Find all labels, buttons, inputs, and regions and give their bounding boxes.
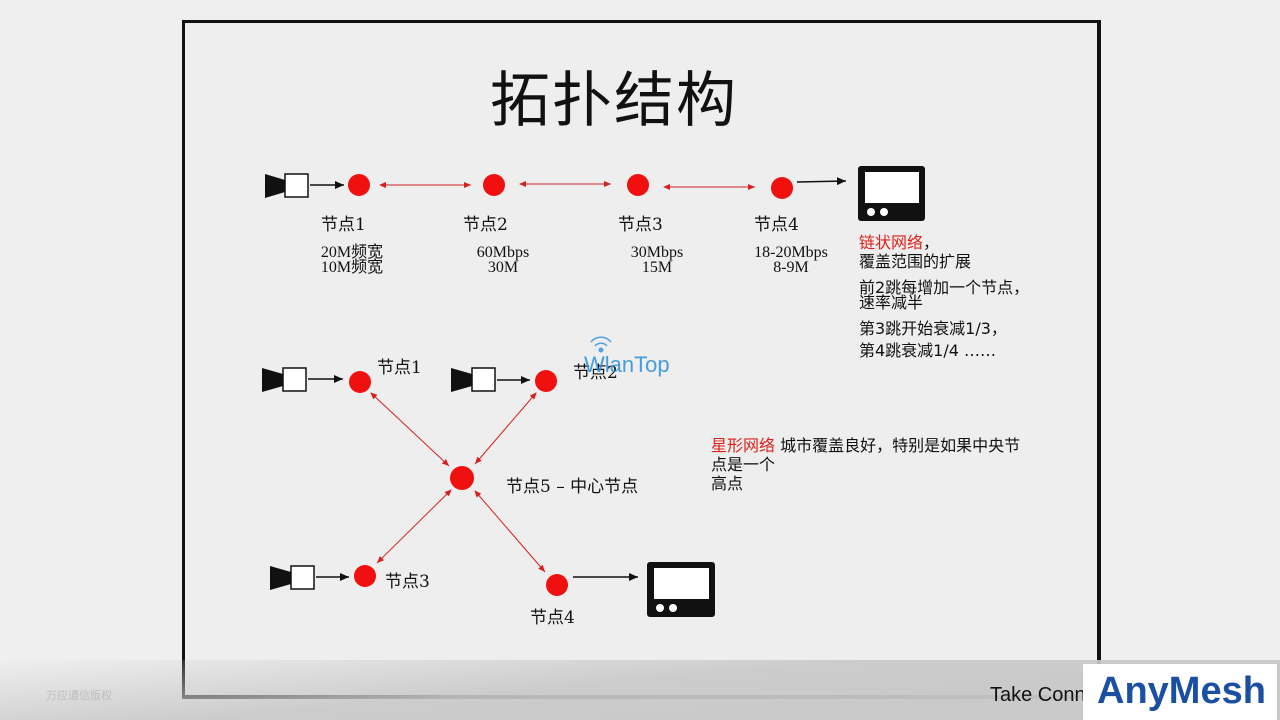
arrow-line (796, 177, 847, 186)
chain-node-label: 节点2 (463, 215, 508, 235)
camera-icon (451, 367, 496, 392)
chain-node-label: 节点3 (618, 215, 663, 235)
brand-logo: AnyMesh (1083, 664, 1277, 720)
slide-title: 拓扑结构 (490, 66, 738, 136)
chain-note: 链状网络， 覆盖范围的扩展 前2跳每增加一个节点， 速率减半 第3跳开始衰减1/… (859, 233, 1030, 360)
brand-name: AnyMesh (1097, 670, 1266, 712)
link-line (376, 489, 452, 564)
wifi-icon (590, 336, 612, 353)
chain-node-3 (627, 174, 649, 196)
chain-node-label: 节点1 (321, 215, 366, 235)
watermark-logo: WlanTop (584, 352, 670, 377)
chain-note-title: 链状网络 (859, 233, 924, 252)
monitor-icon (647, 562, 715, 617)
star-node-label: 节点4 (530, 608, 575, 628)
link-line (474, 392, 537, 465)
chain-node-4 (771, 177, 793, 199)
star-note: 星形网络 城市覆盖良好，特别是如果中央节 点是一个 高点 (711, 436, 1021, 493)
star-node-1 (349, 371, 371, 393)
star-note-title: 星形网络 (711, 436, 776, 455)
footer-band (0, 660, 1280, 720)
star-node-label: 节点2 (573, 363, 618, 383)
star-node-label: 节点5 – 中心节点 (506, 477, 639, 497)
slide-frame (182, 20, 1101, 699)
chain-node-1 (348, 174, 370, 196)
footer-tagline: Take Conn (990, 684, 1086, 706)
camera-icon (262, 367, 307, 392)
camera-icon (265, 173, 309, 198)
link-line (474, 490, 546, 573)
chain-node-label: 节点4 (754, 215, 799, 235)
monitor-icon (858, 166, 925, 221)
link-line (370, 392, 450, 467)
star-node-label: 节点3 (385, 572, 430, 592)
star-node-label: 节点1 (377, 358, 422, 378)
star-node-center (450, 466, 474, 490)
copyright-text: 万应通信版权 (46, 689, 112, 702)
chain-node-2 (483, 174, 505, 196)
star-node-3 (354, 565, 376, 587)
star-node-2 (535, 370, 557, 392)
star-node-4 (546, 574, 568, 596)
camera-icon (270, 565, 315, 590)
